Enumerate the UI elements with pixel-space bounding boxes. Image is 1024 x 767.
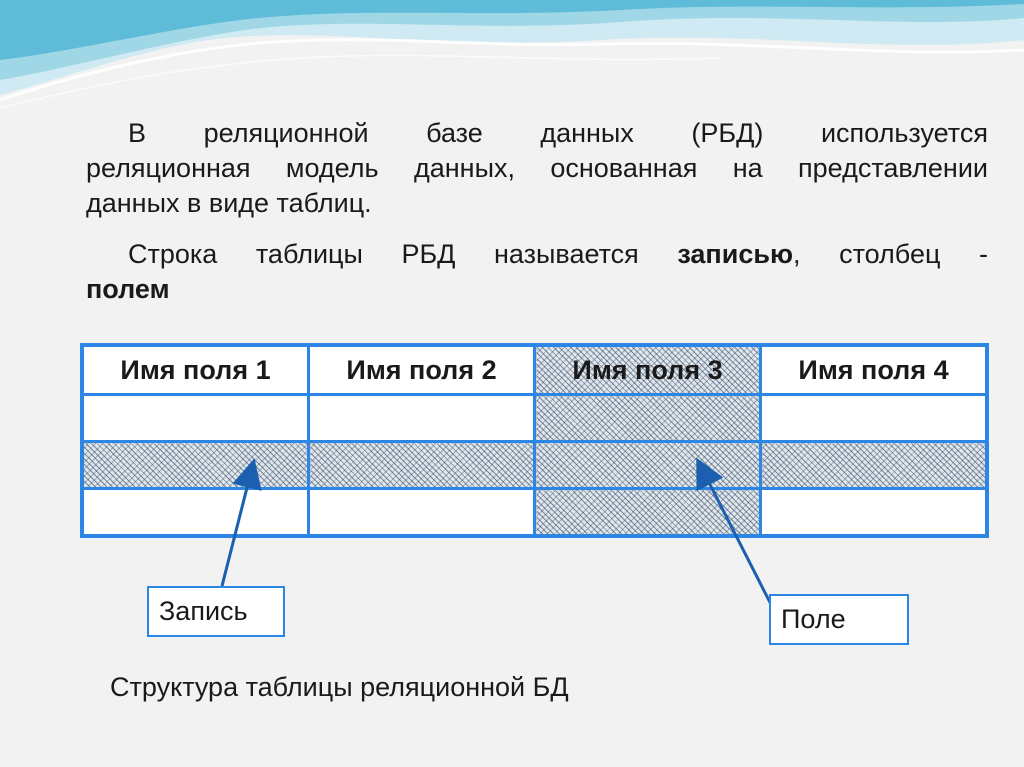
table-cell bbox=[307, 487, 536, 538]
definition-line-1: Строка таблицы РБД называется записью, с… bbox=[86, 237, 988, 272]
intro-line-2: реляционная модель данных, основанная на… bbox=[86, 153, 988, 183]
record-term: записью bbox=[677, 239, 794, 269]
table-cell-field-highlight bbox=[533, 393, 762, 443]
table-cell-record-highlight bbox=[307, 440, 536, 490]
definition-text-end: , столбец - bbox=[793, 239, 988, 269]
table-cell-record-highlight bbox=[759, 440, 989, 490]
table-cell bbox=[759, 487, 989, 538]
field-term: полем bbox=[86, 274, 170, 304]
intro-line-1: В реляционной базе данных (РБД) использу… bbox=[128, 118, 988, 148]
header-cell-3: Имя поля 3 bbox=[533, 343, 762, 396]
intro-paragraph: В реляционной базе данных (РБД) использу… bbox=[86, 116, 988, 221]
field-callout: Поле bbox=[769, 594, 909, 645]
table-cell-record-highlight bbox=[533, 440, 762, 490]
table-cell bbox=[307, 393, 536, 443]
definition-line-2: полем bbox=[86, 272, 988, 307]
intro-line-3: данных в виде таблиц. bbox=[86, 188, 372, 218]
diagram-caption: Структура таблицы реляционной БД bbox=[110, 672, 569, 702]
header-cell-1: Имя поля 1 bbox=[80, 343, 310, 396]
record-callout: Запись bbox=[147, 586, 285, 637]
definition-text-start: Строка таблицы РБД называется bbox=[128, 239, 678, 269]
table-row bbox=[80, 393, 989, 443]
decorative-waves bbox=[0, 0, 1024, 109]
table-row bbox=[80, 487, 989, 538]
table-cell bbox=[759, 393, 989, 443]
table-header-row: Имя поля 1 Имя поля 2 Имя поля 3 Имя пол… bbox=[80, 343, 989, 396]
table-row-record-highlight bbox=[80, 440, 989, 490]
relational-table: Имя поля 1 Имя поля 2 Имя поля 3 Имя пол… bbox=[80, 343, 989, 538]
header-cell-4: Имя поля 4 bbox=[759, 343, 989, 396]
table-cell bbox=[80, 487, 310, 538]
table-cell-record-highlight bbox=[80, 440, 310, 490]
header-cell-2: Имя поля 2 bbox=[307, 343, 536, 396]
table-cell bbox=[80, 393, 310, 443]
table-cell-field-highlight bbox=[533, 487, 762, 538]
definition-paragraph: Строка таблицы РБД называется записью, с… bbox=[86, 237, 988, 307]
